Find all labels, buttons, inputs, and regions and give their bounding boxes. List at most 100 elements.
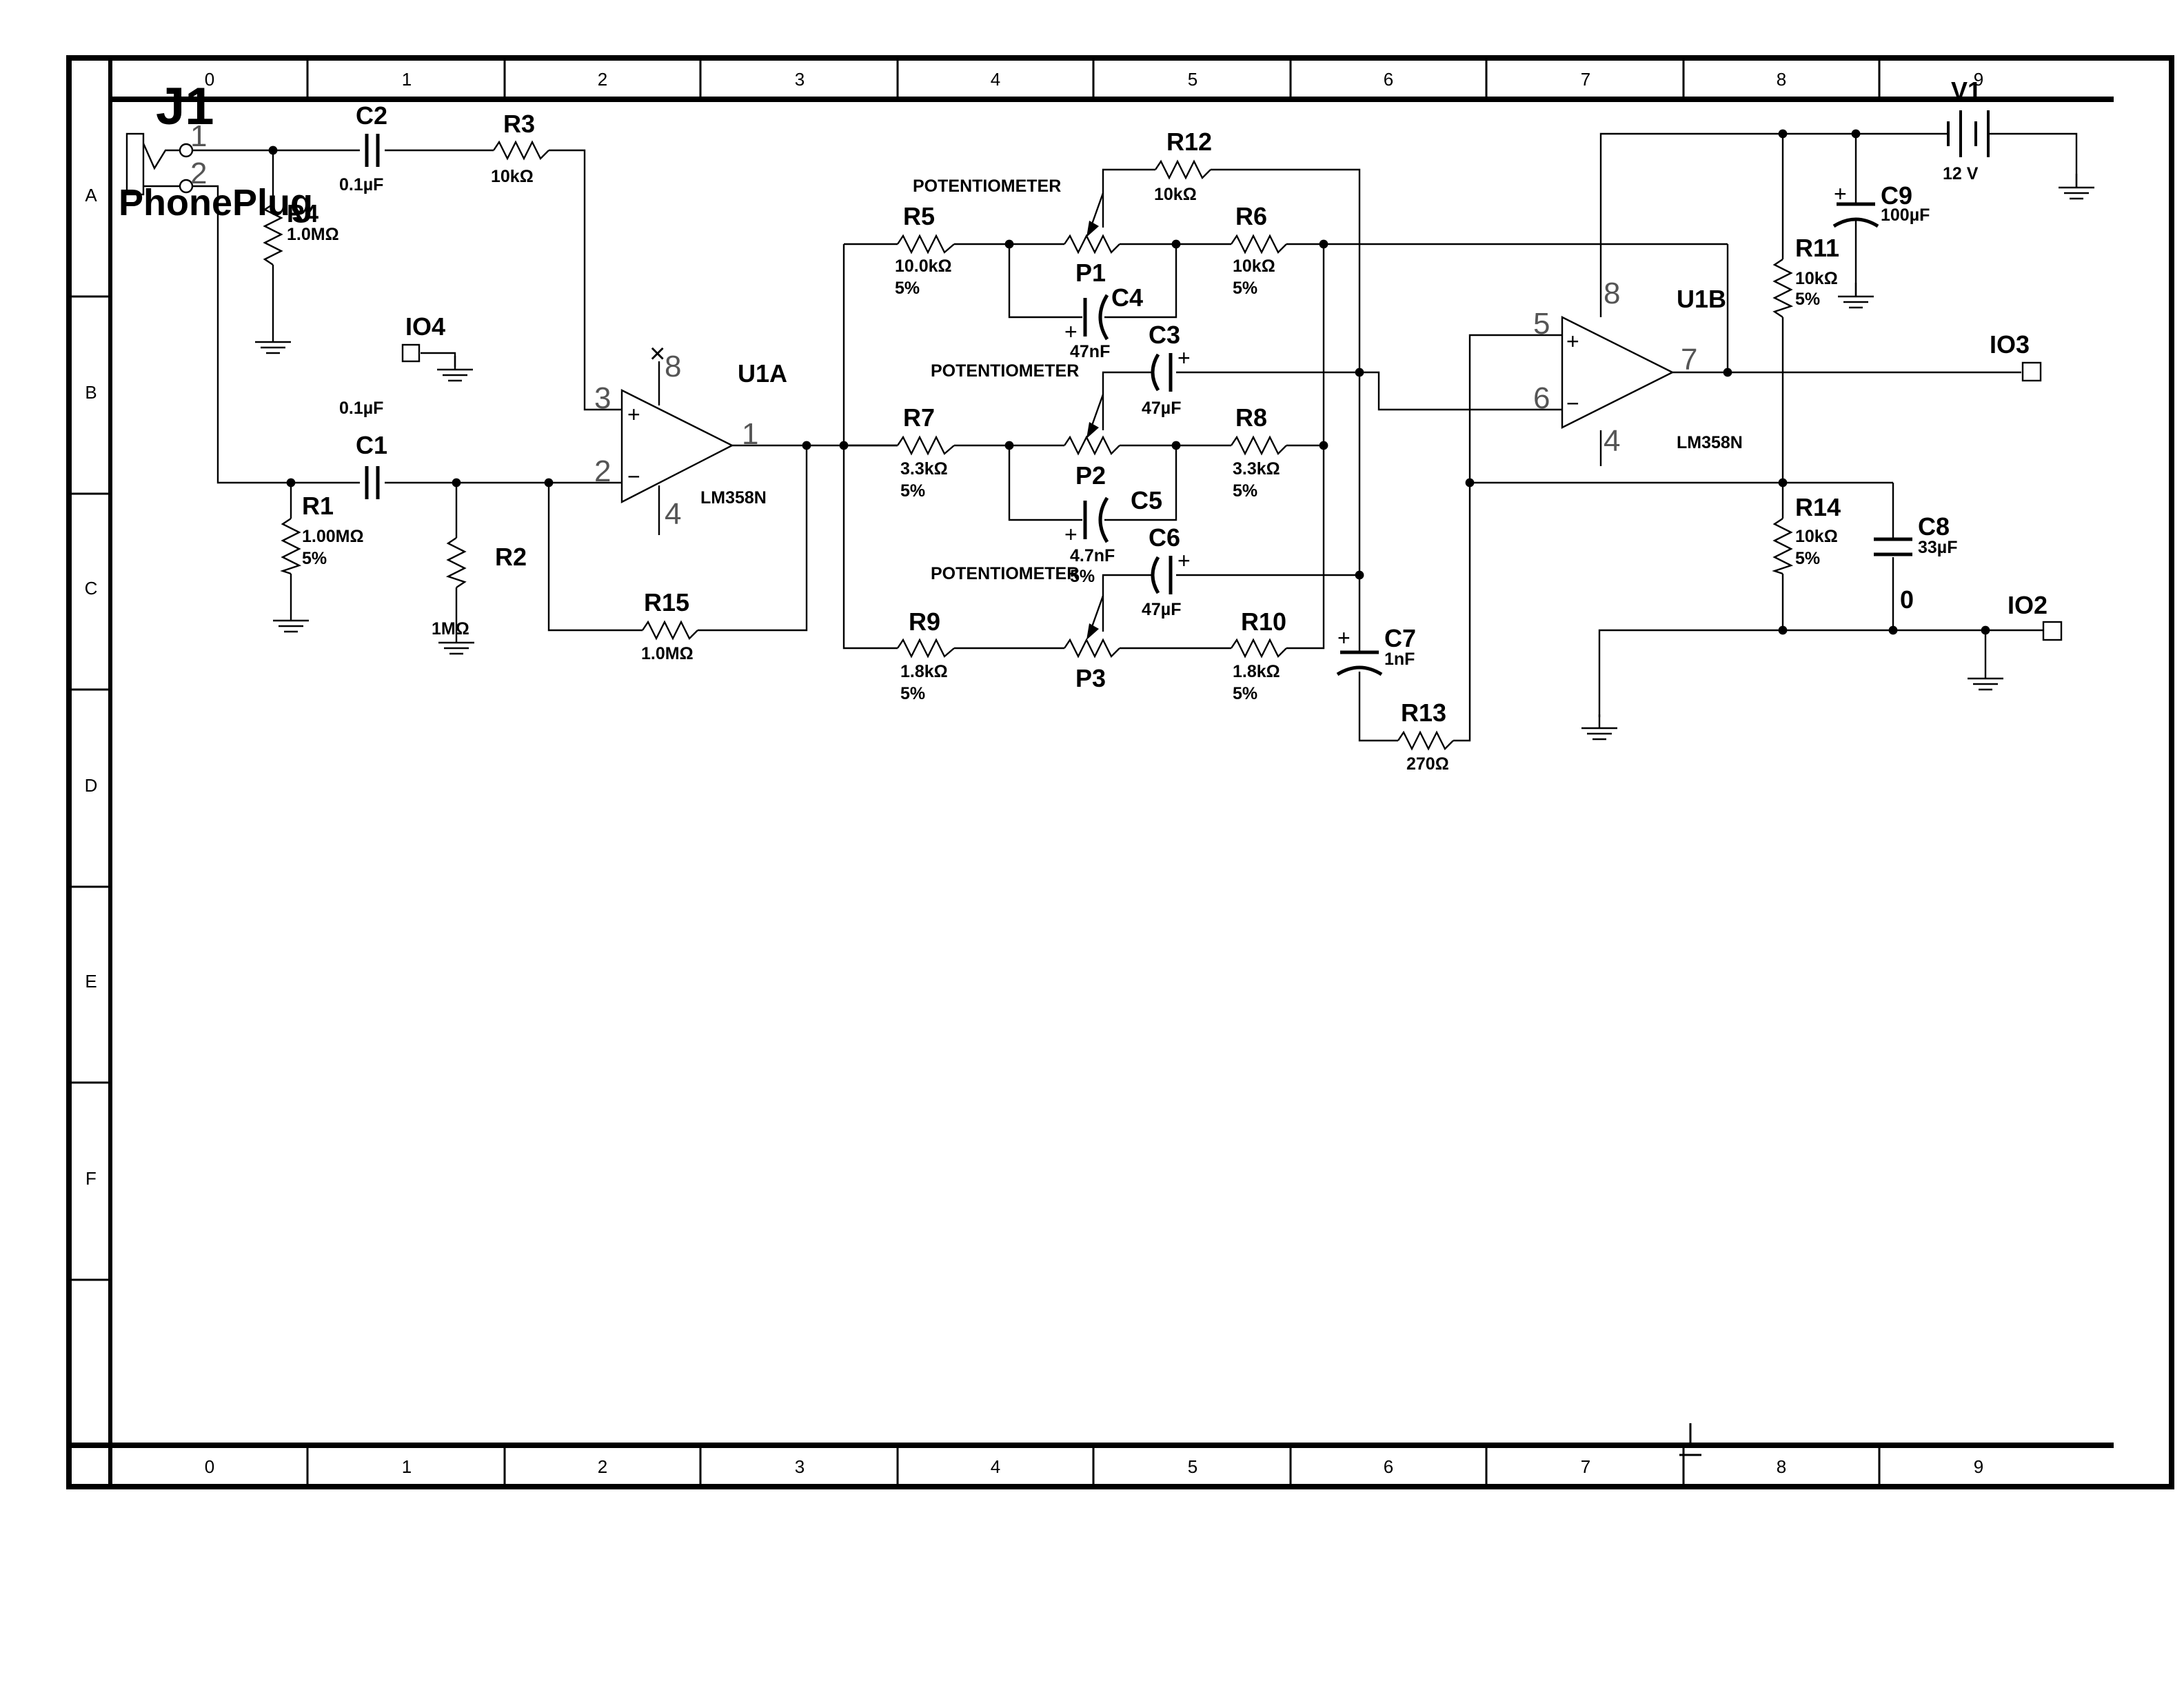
c6-plus: +	[1177, 548, 1191, 573]
c6-ref: C6	[1149, 523, 1180, 552]
col-label-bottom-6: 6	[1384, 1456, 1393, 1477]
r10-tolerance: 5%	[1233, 684, 1257, 703]
resistor-r8[interactable]: R8 3.3kΩ 5%	[1231, 403, 1287, 501]
resistor-r11[interactable]: R11 10kΩ 5%	[1772, 234, 1839, 318]
r7-value: 3.3kΩ	[900, 459, 948, 479]
col-label-top-8: 8	[1777, 69, 1786, 90]
p3-ref: P3	[1075, 664, 1106, 692]
capacitor-c1[interactable]: C1 0.1µF	[339, 399, 387, 499]
capacitor-c4[interactable]: + C4 47nF	[1064, 283, 1143, 361]
r14-tolerance: 5%	[1795, 549, 1820, 568]
r5-tolerance: 5%	[895, 279, 920, 298]
resistor-r6[interactable]: R6 10kΩ 5%	[1231, 202, 1287, 298]
r9-tolerance: 5%	[900, 684, 925, 703]
col-label-top-1: 1	[402, 69, 412, 90]
potentiometer-p3[interactable]: POTENTIOMETER P3	[931, 564, 1120, 692]
opamp-u1b[interactable]: + − U1B LM358N 5 6 7 8 4	[1533, 277, 1743, 458]
col-label-top-6: 6	[1384, 69, 1393, 90]
resistor-r15[interactable]: R15 1.0MΩ	[641, 588, 698, 663]
u1b-pin6: 6	[1533, 381, 1550, 415]
u1b-pin7: 7	[1681, 343, 1697, 376]
r10-ref: R10	[1241, 607, 1286, 636]
io-port-io4[interactable]: IO4	[401, 312, 445, 363]
r11-tolerance: 5%	[1795, 290, 1820, 309]
row-label-A: A	[85, 185, 97, 205]
col-label-bottom-4: 4	[991, 1456, 1000, 1477]
r1-ref: R1	[302, 492, 334, 520]
battery-v1[interactable]: V1 12 V	[1943, 77, 1990, 183]
phone-jack-j1[interactable]: J1 PhonePlug 1 2	[119, 77, 313, 223]
row-label-F: F	[85, 1168, 97, 1189]
c5-plus: +	[1064, 522, 1078, 547]
ground-icon	[1580, 713, 1619, 741]
capacitor-c7[interactable]: + C7 1nF	[1336, 624, 1416, 676]
c4-value: 47nF	[1070, 342, 1110, 361]
capacitor-c9[interactable]: + C9 100µF	[1832, 181, 1930, 228]
u1a-pin3: 3	[594, 381, 611, 415]
resistor-r5[interactable]: R5 10.0kΩ 5%	[895, 202, 955, 298]
r6-value: 10kΩ	[1233, 257, 1275, 276]
col-label-top-2: 2	[598, 69, 607, 90]
c2-value: 0.1µF	[339, 175, 383, 194]
resistor-r3[interactable]: R3 10kΩ	[491, 110, 549, 186]
col-label-top-0: 0	[205, 69, 214, 90]
opamp-u1a[interactable]: + − × U1A LM358N 3 2 1 8 4	[594, 339, 787, 531]
resistor-r2[interactable]: R2 1MΩ	[432, 537, 527, 639]
r7-ref: R7	[903, 403, 935, 432]
resistor-r7[interactable]: R7 3.3kΩ 5%	[897, 403, 955, 501]
r5-ref: R5	[903, 202, 935, 230]
col-label-top-9: 9	[1974, 69, 1983, 90]
c5-tolerance: 5%	[1070, 567, 1095, 586]
resistor-r10[interactable]: R10 1.8kΩ 5%	[1231, 607, 1287, 703]
c5-value: 4.7nF	[1070, 546, 1115, 565]
r12-value: 10kΩ	[1154, 185, 1197, 204]
col-label-top-4: 4	[991, 69, 1000, 90]
j1-value: PhonePlug	[119, 182, 313, 223]
ground-icon	[1837, 281, 1875, 309]
r8-ref: R8	[1235, 403, 1267, 432]
r11-value: 10kΩ	[1795, 269, 1838, 288]
col-label-bottom-5: 5	[1188, 1456, 1197, 1477]
c7-value: 1nF	[1384, 650, 1415, 669]
io-port-io2[interactable]: IO2	[2008, 591, 2063, 641]
r4-ref: R4	[287, 199, 318, 228]
resistor-r12[interactable]: R12 10kΩ	[1154, 128, 1212, 204]
col-label-bottom-9: 9	[1974, 1456, 1983, 1477]
u1b-pin4: 4	[1604, 424, 1620, 458]
capacitor-c2[interactable]: C2 0.1µF	[339, 101, 387, 194]
r1-tolerance: 5%	[302, 549, 327, 568]
resistor-r13[interactable]: R13 270Ω	[1397, 699, 1454, 774]
r1-value: 1.00MΩ	[302, 527, 364, 546]
capacitor-c5[interactable]: + C5 4.7nF 5%	[1064, 486, 1162, 586]
r13-ref: R13	[1401, 699, 1446, 727]
c4-ref: C4	[1111, 283, 1143, 312]
wires	[193, 132, 2078, 742]
node-label-0: 0	[1900, 585, 1914, 614]
resistor-r9[interactable]: R9 1.8kΩ 5%	[897, 607, 955, 703]
col-label-bottom-3: 3	[795, 1456, 805, 1477]
resistor-r4[interactable]: R4 1.0MΩ	[263, 199, 339, 265]
r7-tolerance: 5%	[900, 481, 925, 501]
c9-value: 100µF	[1881, 205, 1930, 225]
c4-plus: +	[1064, 319, 1078, 344]
ground-icon	[254, 327, 292, 354]
c9-plus: +	[1834, 181, 1847, 206]
resistor-r14[interactable]: R14 10kΩ 5%	[1772, 493, 1841, 575]
capacitor-c8[interactable]: C8 33µF	[1874, 512, 1957, 557]
io-port-io3[interactable]: IO3	[1990, 330, 2042, 382]
r3-value: 10kΩ	[491, 167, 534, 186]
u1a-value: LM358N	[700, 488, 767, 508]
c7-ref: C7	[1384, 624, 1416, 652]
potentiometer-p1[interactable]: POTENTIOMETER P1	[913, 177, 1120, 287]
u1a-pin2: 2	[594, 454, 611, 488]
r15-ref: R15	[644, 588, 689, 616]
u1a-pin4: 4	[665, 497, 681, 531]
potentiometer-p2[interactable]: POTENTIOMETER P2	[931, 361, 1120, 490]
r15-value: 1.0MΩ	[641, 644, 694, 663]
c2-ref: C2	[356, 101, 387, 130]
capacitor-c6[interactable]: + C6 47µF	[1142, 523, 1191, 619]
u1a-nc-icon: ×	[649, 339, 665, 369]
resistor-r1[interactable]: R1 1.00MΩ 5%	[280, 492, 364, 575]
capacitor-c3[interactable]: + C3 47µF	[1142, 321, 1191, 418]
r12-ref: R12	[1166, 128, 1212, 156]
